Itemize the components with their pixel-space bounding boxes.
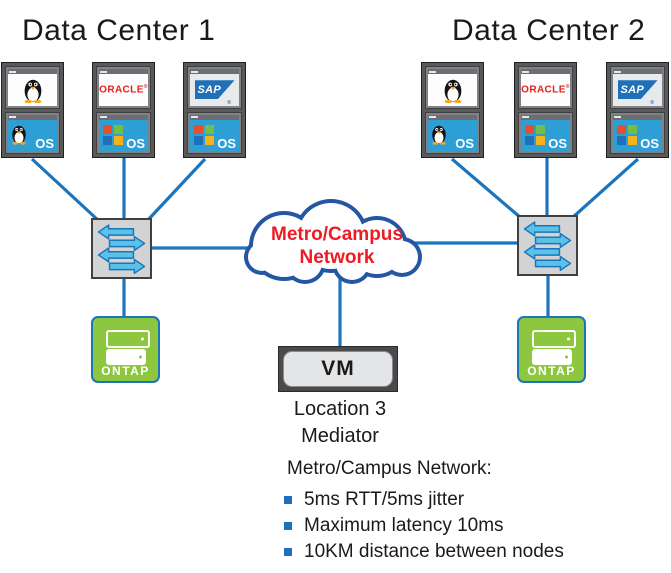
- note-text: 5ms RTT/5ms jitter: [304, 489, 465, 510]
- mediator-location: Location 3: [293, 398, 387, 420]
- dc1-server-oracle: ORACLE® OS: [92, 62, 155, 158]
- window-titlebar: [8, 69, 57, 74]
- os-window: OS: [610, 111, 665, 154]
- disk-shelf-icon: [532, 349, 572, 365]
- dc2-network-switch-icon: [517, 215, 578, 276]
- sap-reg-mark: ®: [650, 99, 654, 106]
- os-window: OS: [96, 111, 151, 154]
- os-label: OS: [640, 136, 659, 151]
- mediator-role: Mediator: [301, 425, 379, 447]
- linux-os-panel: OS: [8, 119, 57, 151]
- os-window: OS: [187, 111, 242, 154]
- app-window: [5, 66, 60, 109]
- cloud-label: Metro/Campus Network: [251, 223, 423, 269]
- os-label: OS: [35, 136, 54, 151]
- dc2-server-oracle: ORACLE® OS: [514, 62, 577, 158]
- app-window: SAP ®: [610, 66, 665, 109]
- os-label: OS: [548, 136, 567, 151]
- app-window: ORACLE®: [518, 66, 573, 109]
- os-label: OS: [217, 136, 236, 151]
- window-titlebar: [521, 69, 570, 74]
- dc2-server-linux: OS: [421, 62, 484, 158]
- bullet-icon: [284, 496, 292, 504]
- dc1-server-linux: OS: [1, 62, 64, 158]
- linux-os-panel: OS: [428, 119, 477, 151]
- mediator-vm-box: VM: [278, 346, 398, 392]
- cloud-label-line2: Network: [299, 247, 375, 268]
- sap-logo: SAP: [194, 80, 235, 100]
- penguin-icon: [24, 79, 41, 103]
- windows-os-panel: OS: [521, 119, 570, 151]
- windows-logo-icon: [617, 125, 637, 146]
- datacenter2-title: Data Center 2: [452, 14, 646, 47]
- os-window: OS: [425, 111, 480, 154]
- disk-shelf-icon: [106, 330, 150, 348]
- linux-app-panel: [428, 74, 477, 106]
- window-titlebar: [428, 114, 477, 120]
- windows-os-panel: OS: [99, 119, 148, 151]
- window-titlebar: [99, 69, 148, 74]
- oracle-logo: ORACLE®: [521, 84, 570, 96]
- vm-label: VM: [321, 357, 355, 380]
- window-titlebar: [190, 114, 239, 120]
- datacenter1-title: Data Center 1: [22, 14, 216, 47]
- bullet-icon: [284, 522, 292, 530]
- windows-logo-icon: [103, 125, 123, 146]
- windows-os-panel: OS: [190, 119, 239, 151]
- linux-app-panel: [8, 74, 57, 106]
- window-titlebar: [99, 114, 148, 120]
- window-titlebar: [613, 114, 662, 120]
- sap-reg-mark: ®: [227, 99, 231, 106]
- window-titlebar: [190, 69, 239, 74]
- sap-logo: SAP: [617, 80, 658, 100]
- note-item: Maximum latency 10ms: [284, 515, 564, 541]
- ontap-label: ONTAP: [101, 364, 150, 378]
- oracle-logo: ORACLE®: [99, 84, 148, 96]
- windows-logo-icon: [194, 125, 214, 146]
- dc2-ontap-storage: ONTAP: [517, 316, 586, 383]
- os-window: OS: [5, 111, 60, 154]
- note-item: 10KM distance between nodes: [284, 541, 564, 567]
- cloud-label-line1: Metro/Campus: [271, 224, 403, 245]
- bullet-icon: [284, 548, 292, 556]
- dc1-network-switch-icon: [91, 218, 152, 279]
- disk-shelf-icon: [532, 330, 576, 348]
- network-notes: Metro/Campus Network: 5ms RTT/5ms jitter…: [284, 458, 564, 567]
- note-text: Maximum latency 10ms: [304, 515, 504, 536]
- window-titlebar: [521, 114, 570, 120]
- note-text: 10KM distance between nodes: [304, 541, 564, 562]
- vm-screen: VM: [283, 351, 393, 387]
- dc1-ontap-storage: ONTAP: [91, 316, 160, 383]
- app-window: SAP ®: [187, 66, 242, 109]
- os-window: OS: [518, 111, 573, 154]
- disk-shelf-icon: [106, 349, 146, 365]
- penguin-icon: [432, 125, 446, 145]
- os-label: OS: [126, 136, 145, 151]
- app-window: ORACLE®: [96, 66, 151, 109]
- window-titlebar: [428, 69, 477, 74]
- mediator-caption: Location 3 Mediator: [264, 396, 416, 450]
- dc1-server-sap: SAP ® OS: [183, 62, 246, 158]
- windows-logo-icon: [525, 125, 545, 146]
- dc2-server-sap: SAP ® OS: [606, 62, 669, 158]
- window-titlebar: [613, 69, 662, 74]
- os-label: OS: [455, 136, 474, 151]
- ontap-label: ONTAP: [527, 364, 576, 378]
- notes-heading: Metro/Campus Network:: [287, 458, 492, 479]
- oracle-app-panel: ORACLE®: [521, 74, 570, 106]
- penguin-icon: [12, 125, 26, 145]
- note-item: 5ms RTT/5ms jitter: [284, 489, 564, 515]
- sap-app-panel: SAP ®: [613, 74, 662, 106]
- sap-app-panel: SAP ®: [190, 74, 239, 106]
- oracle-app-panel: ORACLE®: [99, 74, 148, 106]
- penguin-icon: [444, 79, 461, 103]
- windows-os-panel: OS: [613, 119, 662, 151]
- app-window: [425, 66, 480, 109]
- window-titlebar: [8, 114, 57, 120]
